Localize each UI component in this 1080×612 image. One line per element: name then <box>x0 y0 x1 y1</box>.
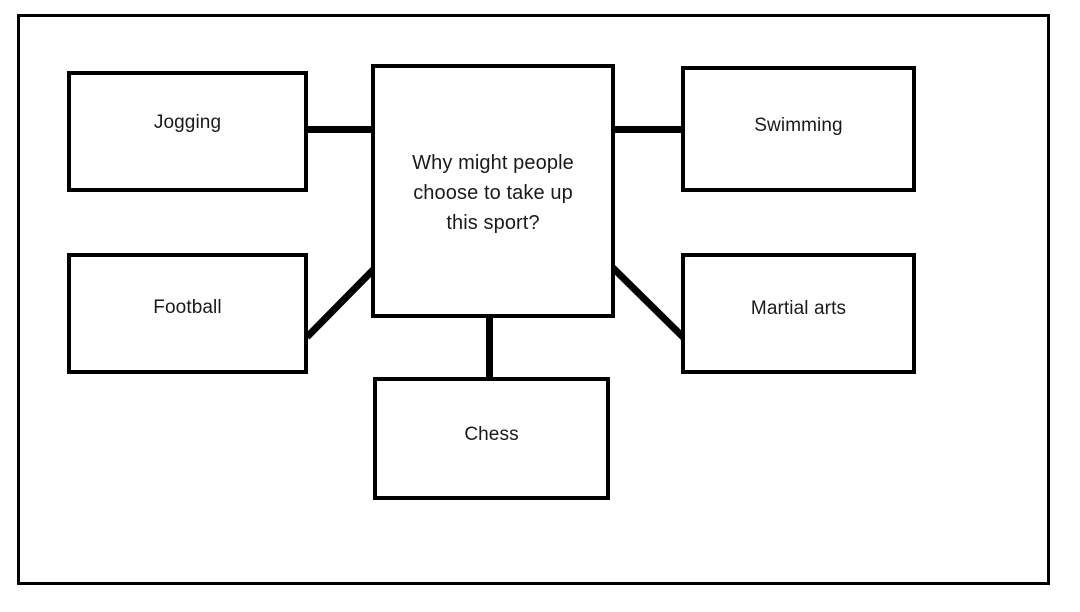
node-jogging[interactable]: Jogging <box>67 71 308 192</box>
node-chess-label: Chess <box>464 423 519 445</box>
node-jogging-label: Jogging <box>153 111 222 133</box>
node-swimming[interactable]: Swimming <box>681 66 916 192</box>
node-football-label: Football <box>153 296 222 318</box>
node-martial-arts-label: Martial arts <box>750 297 847 319</box>
node-swimming-label: Swimming <box>754 115 843 137</box>
node-center-label: Why might people choose to take up this … <box>412 152 574 234</box>
node-football[interactable]: Football <box>67 253 308 374</box>
node-martial-arts[interactable]: Martial arts <box>681 253 916 374</box>
node-center-question[interactable]: Why might people choose to take up this … <box>371 64 615 318</box>
node-chess[interactable]: Chess <box>373 377 610 500</box>
